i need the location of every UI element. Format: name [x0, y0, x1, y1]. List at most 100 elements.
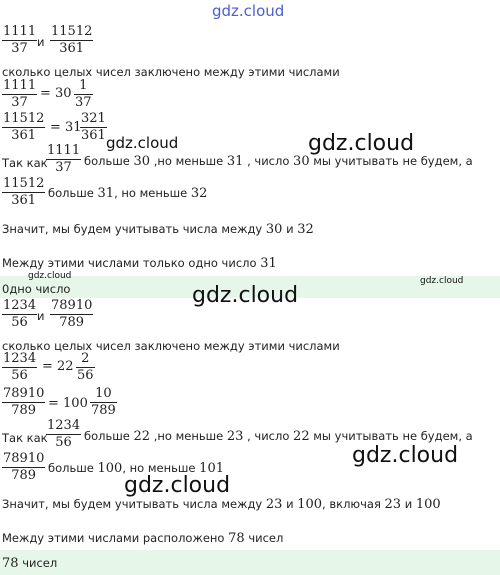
denominator: 37: [11, 41, 28, 56]
p2-conclusion: Значит, мы будем учитывать числа между 2…: [2, 497, 441, 512]
text: Между этими числами расположено: [2, 531, 225, 545]
numerator: 10: [90, 386, 117, 403]
numerator: 78910: [2, 386, 46, 403]
p1-conclusion: Значит, мы будем учитывать числа между 3…: [2, 222, 314, 237]
p1-question: сколько целых чисел заключено между этим…: [2, 65, 340, 79]
numerator: 2: [76, 351, 95, 368]
p1-eq1-whole: = 30: [40, 86, 72, 101]
p2-eq2-remainder: 10 789: [90, 386, 117, 419]
p2-eq2-whole: = 100: [48, 396, 88, 411]
value: 100: [415, 497, 441, 512]
value: 100: [97, 461, 123, 476]
value: 31: [260, 256, 277, 271]
numerator: 78910: [2, 451, 46, 468]
value: 22: [133, 429, 151, 444]
numerator: 1: [74, 78, 93, 95]
value: 23: [384, 497, 402, 512]
denominator: 56: [77, 368, 94, 383]
text: , включая: [322, 497, 381, 511]
value: 78: [228, 531, 245, 546]
value: 30: [293, 154, 310, 169]
value: 31: [226, 154, 244, 169]
denominator: 361: [81, 128, 106, 143]
denominator: 789: [11, 468, 37, 483]
numerator: 1111: [46, 143, 82, 160]
numerator: 1111: [2, 78, 38, 95]
p1-eq1-frac: 1111 37: [2, 78, 38, 111]
numerator: 1234: [46, 418, 82, 435]
p1-eq2-remainder: 321 361: [80, 111, 107, 144]
p2-eq1-remainder: 2 56: [76, 351, 95, 384]
answer-band-2: [0, 550, 500, 575]
p1-b-line: больше 31, но меньше 32: [48, 186, 207, 201]
numerator: 11512: [2, 176, 46, 193]
p2-eq1-whole: = 22: [42, 359, 74, 374]
p2-eq1-frac: 1234 56: [2, 351, 38, 384]
p1-since-line: больше 30 ,но меньше 31 , число 30 мы уч…: [84, 154, 473, 169]
watermark: gdz.cloud: [420, 276, 464, 286]
value: 78: [2, 556, 19, 571]
text: чисел: [22, 556, 58, 570]
p1-between: Между этими числами только одно число 31: [2, 256, 277, 271]
p2-since-frac: 1234 56: [46, 418, 82, 451]
watermark: gdz.cloud: [308, 131, 415, 156]
denominator: 56: [11, 315, 28, 330]
watermark: gdz.cloud: [28, 271, 72, 281]
p2-since-prefix: Так как: [2, 431, 48, 445]
text: Между этими числами только одно число: [2, 256, 257, 270]
denominator: 37: [55, 160, 72, 175]
watermark: gdz.cloud: [192, 283, 299, 308]
p1-frac-b: 11512 361: [50, 24, 94, 57]
denominator: 361: [11, 128, 37, 143]
text: больше: [84, 154, 130, 168]
p2-eq2-frac: 78910 789: [2, 386, 46, 419]
denominator: 56: [11, 368, 28, 383]
text: больше: [48, 461, 94, 475]
denominator: 37: [75, 95, 92, 110]
p1-eq1-remainder: 1 37: [74, 78, 93, 111]
text: ,но меньше: [153, 429, 224, 443]
denominator: 789: [91, 403, 116, 418]
value: 101: [199, 461, 224, 476]
value: 23: [226, 429, 244, 444]
text: , число: [247, 429, 290, 443]
numerator: 1111: [2, 24, 38, 41]
p1-since-frac: 1111 37: [46, 143, 82, 176]
denominator: 789: [59, 315, 85, 330]
text: , число: [247, 154, 290, 168]
p1-eq2-frac: 11512 361: [2, 111, 46, 144]
text: Значит, мы будем учитывать числа между: [2, 222, 263, 236]
text: , но меньше: [114, 186, 188, 200]
text: больше: [48, 186, 94, 200]
text: больше: [84, 429, 130, 443]
p2-frac-b: 78910 789: [50, 298, 94, 331]
numerator: 78910: [50, 298, 94, 315]
value: 100: [297, 497, 323, 512]
value: 32: [297, 222, 314, 237]
text: и: [286, 222, 294, 236]
watermark: gdz.cloud: [124, 473, 231, 498]
p2-since-line: больше 22 ,но меньше 23 , число 22 мы уч…: [84, 429, 473, 444]
numerator: 1234: [2, 298, 38, 315]
text: , но меньше: [122, 461, 196, 475]
p2-frac-a: 1234 56: [2, 298, 38, 331]
text: мы учитывать не будем, а: [313, 154, 473, 168]
p1-eq2-whole: = 31: [50, 120, 82, 135]
numerator: 321: [80, 111, 107, 128]
text: Значит, мы будем учитывать числа между: [2, 497, 263, 511]
watermark: gdz.cloud: [352, 443, 459, 468]
p1-since-prefix: Так как: [2, 156, 48, 170]
numerator: 11512: [50, 24, 94, 41]
p2-between: Между этими числами расположено 78 чисел: [2, 531, 283, 546]
p1-and: и: [37, 35, 45, 49]
p2-b-line: больше 100, но меньше 101: [48, 461, 224, 476]
answer-band-1: [0, 276, 500, 298]
p1-frac-a: 1111 37: [2, 24, 38, 57]
text: и: [404, 497, 413, 511]
value: 30: [265, 222, 283, 237]
watermark: gdz.cloud: [106, 134, 179, 152]
value: 30: [133, 154, 151, 169]
text: и: [286, 497, 294, 511]
p2-and: и: [37, 309, 45, 323]
value: 23: [265, 497, 283, 512]
